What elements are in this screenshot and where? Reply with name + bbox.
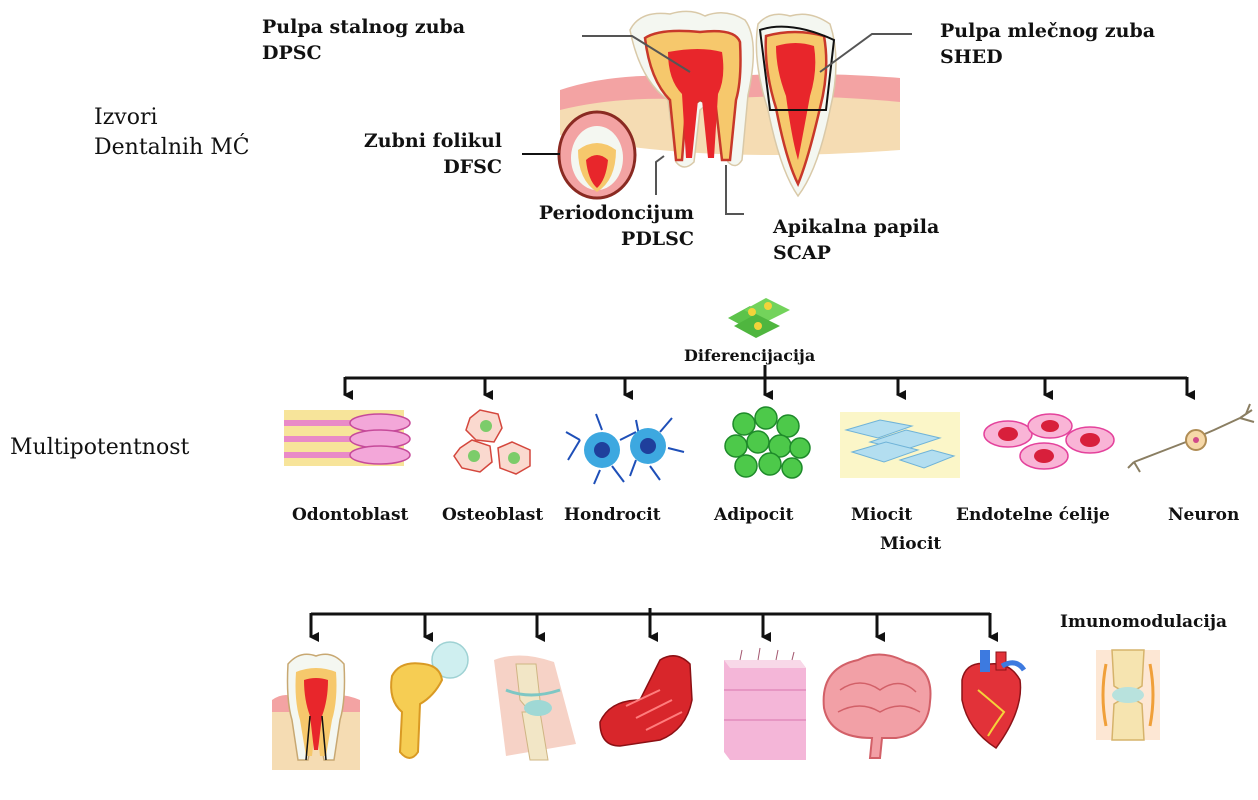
- joint-organ: [1096, 650, 1160, 740]
- differentiation-arrows: [345, 365, 1187, 395]
- heart-organ: [962, 650, 1024, 748]
- skin-organ: [724, 648, 806, 760]
- tooth-organ: [272, 654, 360, 770]
- endotelne-cells: [984, 414, 1114, 469]
- adipocit-cells: [725, 407, 810, 478]
- neuron-cell: [1128, 404, 1254, 472]
- osteoblast-cells: [454, 410, 530, 474]
- brain-organ: [824, 654, 931, 758]
- scap-leader: [726, 165, 744, 214]
- organ-arrows: [311, 608, 990, 637]
- knee-organ: [494, 655, 576, 760]
- miocit-cells: [840, 412, 960, 478]
- odontoblast-cells: [284, 410, 410, 466]
- bone-organ: [391, 642, 468, 758]
- hondrocit-cells: [566, 414, 684, 484]
- stem-cell-cluster: [728, 298, 790, 338]
- pdlsc-leader: [656, 156, 664, 195]
- tooth-illustration: [522, 11, 912, 214]
- muscle-organ: [600, 656, 692, 746]
